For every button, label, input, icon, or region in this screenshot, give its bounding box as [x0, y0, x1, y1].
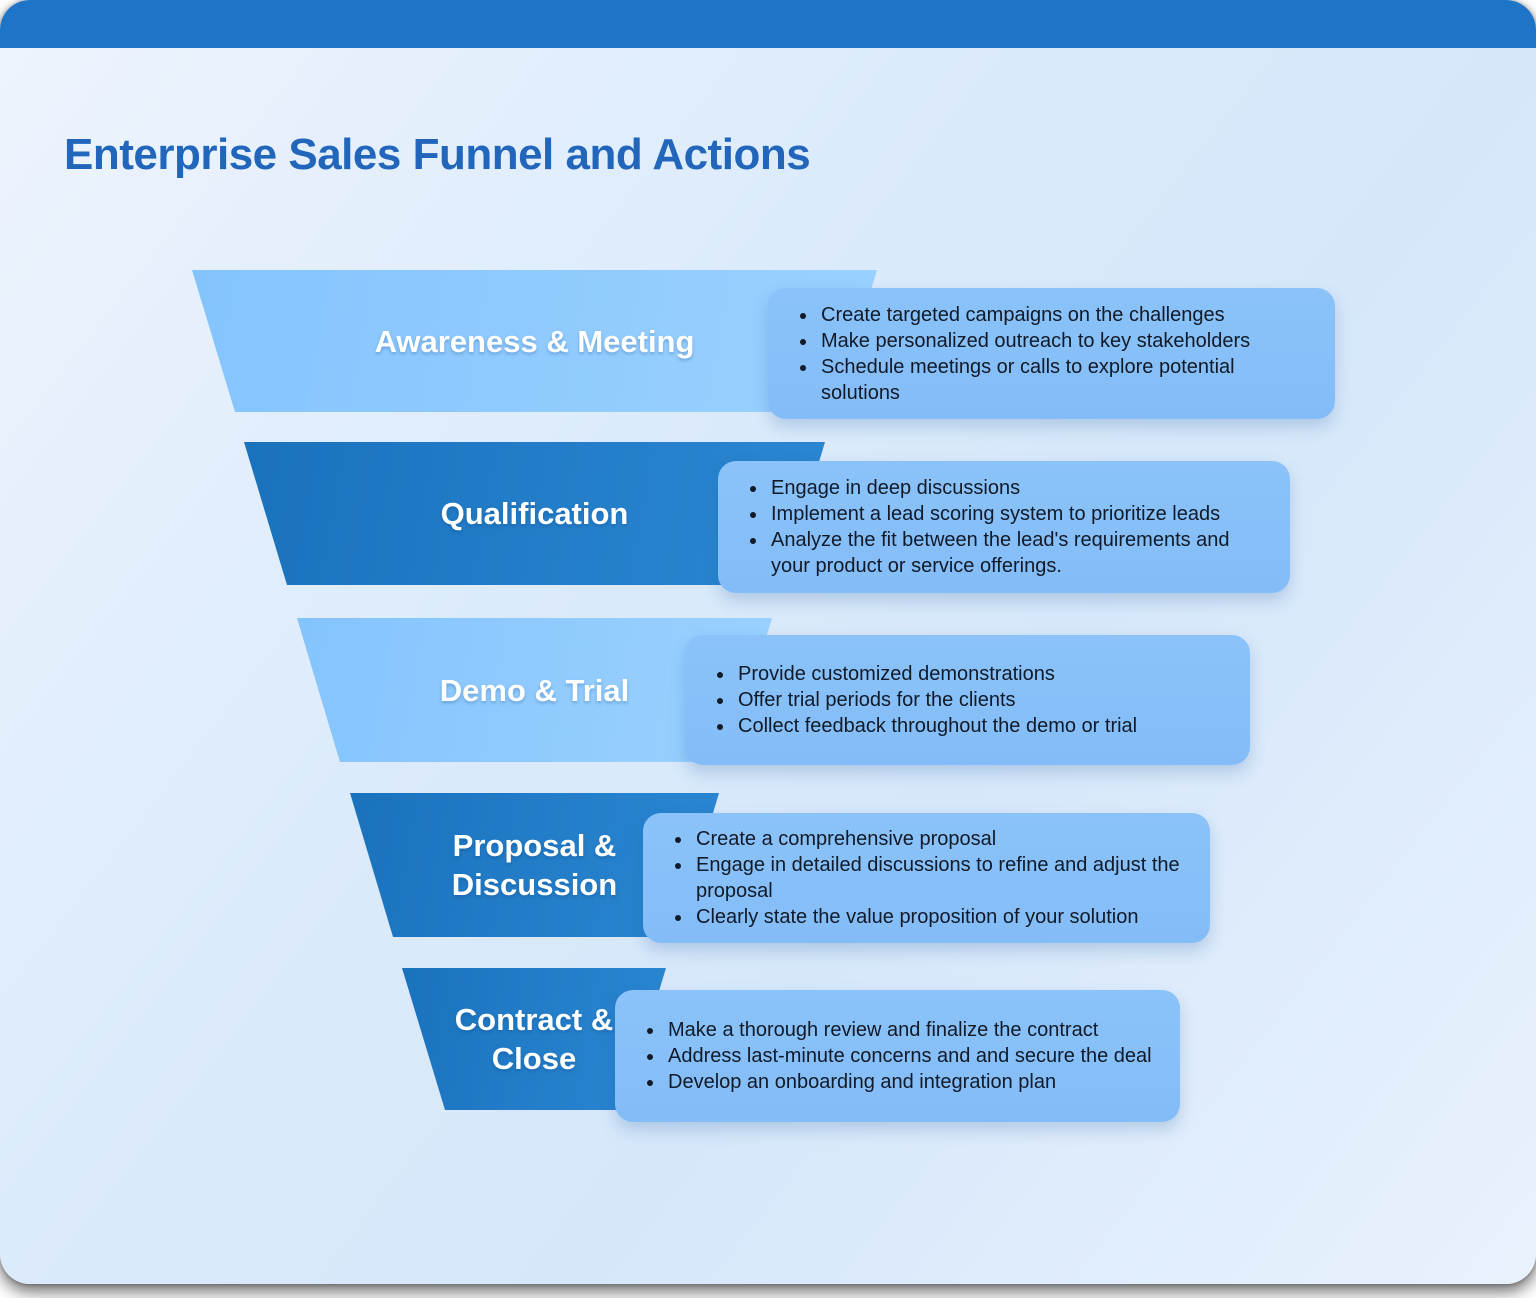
stage-label: Contract & Close: [454, 1002, 614, 1076]
stage-label: Demo & Trial: [439, 672, 630, 708]
actions-list: Make a thorough review and finalize the …: [629, 1017, 1152, 1095]
action-item: Clearly state the value proposition of y…: [693, 904, 1190, 930]
stage-label: Proposal & Discussion: [451, 828, 618, 902]
top-accent-bar: [0, 0, 1536, 48]
action-item: Analyze the fit between the lead's requi…: [768, 527, 1270, 579]
action-item: Implement a lead scoring system to prior…: [768, 501, 1270, 527]
actions-list: Create targeted campaigns on the challen…: [782, 302, 1315, 406]
page-title: Enterprise Sales Funnel and Actions: [64, 130, 811, 179]
action-item: Address last-minute concerns and and sec…: [665, 1043, 1152, 1069]
actions-card-proposal-discussion: Create a comprehensive proposal Engage i…: [643, 813, 1210, 943]
actions-card-qualification: Engage in deep discussions Implement a l…: [718, 461, 1290, 593]
action-item: Engage in deep discussions: [768, 475, 1270, 501]
action-item: Develop an onboarding and integration pl…: [665, 1069, 1152, 1095]
action-item: Create targeted campaigns on the challen…: [818, 302, 1315, 328]
action-item: Make a thorough review and finalize the …: [665, 1017, 1152, 1043]
actions-card-contract-close: Make a thorough review and finalize the …: [615, 990, 1180, 1122]
action-item: Schedule meetings or calls to explore po…: [818, 354, 1315, 406]
action-item: Provide customized demonstrations: [735, 661, 1137, 687]
action-item: Create a comprehensive proposal: [693, 826, 1190, 852]
action-item: Make personalized outreach to key stakeh…: [818, 328, 1315, 354]
action-item: Collect feedback throughout the demo or …: [735, 713, 1137, 739]
stage-label: Awareness & Meeting: [374, 323, 695, 359]
stage-label: Qualification: [440, 496, 629, 531]
actions-card-awareness-meeting: Create targeted campaigns on the challen…: [768, 288, 1335, 419]
actions-list: Create a comprehensive proposal Engage i…: [657, 826, 1190, 930]
actions-card-demo-trial: Provide customized demonstrations Offer …: [685, 635, 1250, 765]
action-item: Engage in detailed discussions to refine…: [693, 852, 1190, 904]
actions-list: Provide customized demonstrations Offer …: [699, 661, 1137, 739]
action-item: Offer trial periods for the clients: [735, 687, 1137, 713]
funnel-stage-awareness-meeting: Awareness & Meeting: [192, 270, 877, 412]
actions-list: Engage in deep discussions Implement a l…: [732, 475, 1270, 579]
